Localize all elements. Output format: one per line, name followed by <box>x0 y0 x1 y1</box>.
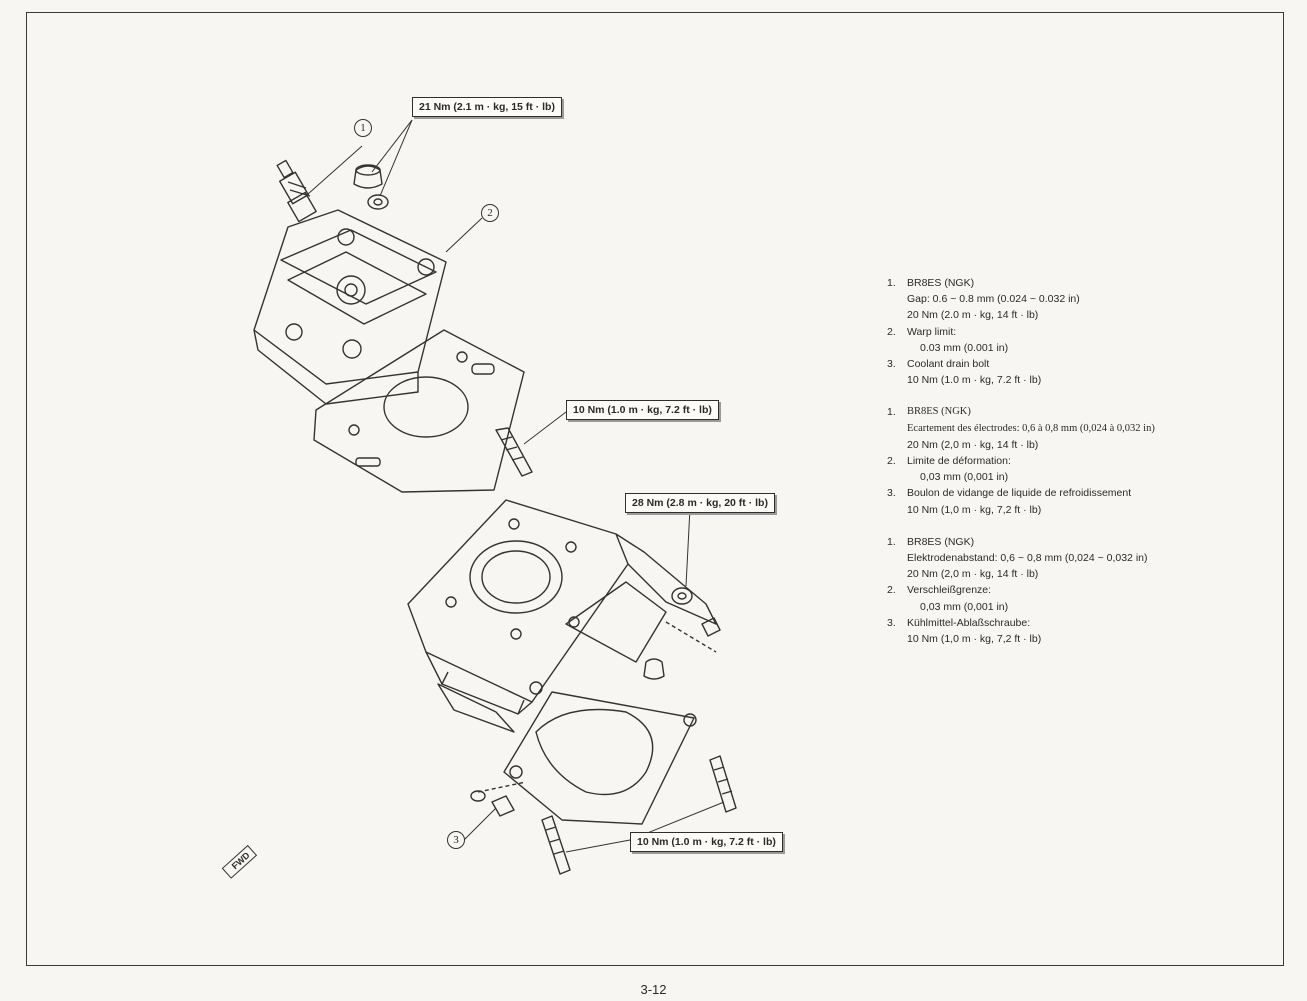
spec-en-1b: 20 Nm (2.0 m · kg, 14 ft · lb) <box>907 309 1039 322</box>
stud-upper-drawing <box>495 427 533 477</box>
cap-nut-drawing <box>353 164 389 210</box>
spec-de-3a: 10 Nm (1,0 m · kg, 7,2 ft · lb) <box>907 633 1042 646</box>
item-number: 1. <box>887 277 896 289</box>
stud-lower-drawing <box>541 755 737 875</box>
coolant-drain-drawing <box>665 587 721 653</box>
item-number: 3. <box>887 487 896 500</box>
spec-fr-3a: 10 Nm (1,0 m · kg, 7,2 ft · lb) <box>907 503 1042 516</box>
torque-callout-cap-nut: 21 Nm (2.1 m · kg, 15 ft · lb) <box>412 97 562 117</box>
item-number: 1. <box>887 535 896 548</box>
spec-fr-1: BR8ES (NGK) <box>907 406 971 418</box>
spec-fr-2a: 0,03 mm (0,001 in) <box>920 471 1009 484</box>
part-number-3: 3 <box>447 831 465 849</box>
cylinder-drawing <box>407 499 717 733</box>
specs-german: 1. BR8ES (NGK) Elektrodenabstand: 0,6 ~ 0… <box>887 534 1282 647</box>
page-number: 3-12 <box>640 982 667 997</box>
spec-de-1b: 20 Nm (2,0 m · kg, 14 ft · lb) <box>907 568 1039 581</box>
spec-en-2: Warp limit: <box>907 325 957 338</box>
spec-en-2a: 0.03 mm (0.001 in) <box>920 341 1009 354</box>
spec-fr-3: Boulon de vidange de liquide de refroidi… <box>907 487 1132 500</box>
spec-de-1: BR8ES (NGK) <box>907 535 975 548</box>
item-number: 1. <box>887 406 896 419</box>
drain-bolt-drawing <box>470 790 515 817</box>
spec-en-3: Coolant drain bolt <box>907 358 990 371</box>
torque-callout-drain: 28 Nm (2.8 m · kg, 20 ft · lb) <box>625 493 775 513</box>
spec-fr-1a: Ecartement des électrodes: 0,6 à 0,8 mm … <box>907 422 1155 434</box>
spec-de-2a: 0,03 mm (0,001 in) <box>920 600 1009 613</box>
specs-english: 1. BR8ES (NGK) Gap: 0.6 ~ 0.8 mm (0.024 ~… <box>887 275 1282 388</box>
spec-de-2: Verschleißgrenze: <box>907 584 992 597</box>
spec-fr-2: Limite de déformation: <box>907 455 1011 468</box>
spec-fr-1b: 20 Nm (2,0 m · kg, 14 ft · lb) <box>907 438 1039 451</box>
base-gasket-drawing <box>477 658 697 825</box>
spec-de-1a: Elektrodenabstand: 0,6 ~ 0,8 mm (0,024 ~… <box>907 552 1148 565</box>
cylinder-head-drawing <box>253 209 447 405</box>
item-number: 3. <box>887 358 896 371</box>
part-number-1: 1 <box>354 119 372 137</box>
exploded-view-diagram <box>253 119 737 875</box>
item-number: 2. <box>887 325 896 338</box>
spec-en-1a: Gap: 0.6 ~ 0.8 mm (0.024 ~ 0.032 in) <box>907 293 1080 306</box>
specification-list: 1. BR8ES (NGK) Gap: 0.6 ~ 0.8 mm (0.024 ~… <box>887 275 1282 663</box>
spec-en-3a: 10 Nm (1.0 m · kg, 7.2 ft · lb) <box>907 374 1042 387</box>
item-number: 3. <box>887 616 896 629</box>
spec-en-1: BR8ES (NGK) <box>907 277 975 289</box>
item-number: 2. <box>887 455 896 468</box>
part-number-2: 2 <box>481 204 499 222</box>
spec-de-3: Kühlmittel-Ablaßschraube: <box>907 616 1031 629</box>
leader-lines <box>307 119 725 853</box>
item-number: 2. <box>887 584 896 597</box>
specs-french: 1. BR8ES (NGK) Ecartement des électrodes:… <box>887 404 1282 517</box>
torque-callout-lower-studs: 10 Nm (1.0 m · kg, 7.2 ft · lb) <box>630 832 783 852</box>
page-frame <box>26 12 1284 966</box>
head-gasket-drawing <box>313 329 525 493</box>
spark-plug-drawing <box>276 159 317 223</box>
torque-callout-upper-stud: 10 Nm (1.0 m · kg, 7.2 ft · lb) <box>566 400 719 420</box>
